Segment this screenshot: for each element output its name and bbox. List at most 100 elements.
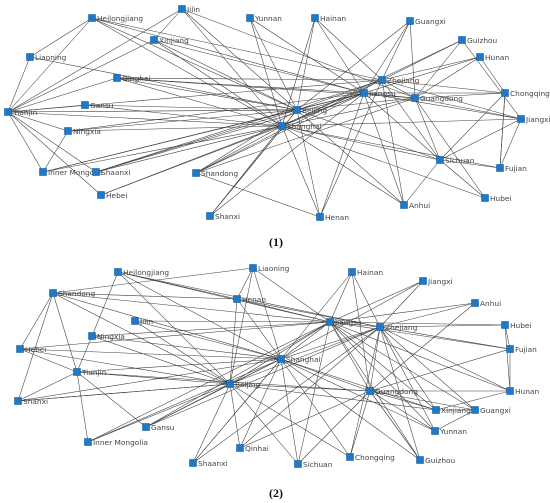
edge-shandong-shanxi <box>17 292 54 402</box>
edge-xinjiang-tianjin <box>7 39 155 113</box>
node-xinjiang: Xinjiang <box>432 406 471 415</box>
edge-hunan-hubei <box>504 324 511 392</box>
node-label-jilin: Jilin <box>139 317 153 326</box>
edge-henan-jiangsu <box>236 298 331 323</box>
edge-heilongjiang-jiangsu <box>91 17 365 94</box>
edge-yunnan-jiangsu <box>249 17 365 94</box>
node-label-tianjin: Tianjin <box>81 368 107 377</box>
node-label-guangdong: Guangdong <box>375 387 418 396</box>
node-label-jiangsu: Jiangsu <box>368 89 396 98</box>
edge-zhejiang-guangdong <box>381 79 416 99</box>
edge-liaoning-beijing <box>29 56 298 111</box>
edge-beijing-inner-mongolia <box>87 383 231 443</box>
edge-jilin-tianjin <box>7 8 183 113</box>
node-hebei: Hebei <box>97 191 127 200</box>
node-marker-shanxi <box>206 212 214 220</box>
node-fujian: Fujian <box>506 345 537 354</box>
edge-qinghai-tianjin <box>7 77 118 113</box>
edge-beijing-ningxia <box>67 109 298 132</box>
node-label-jiangxi: Jiangxi <box>525 115 550 124</box>
edge-inner-mongolia-shanghai <box>87 358 282 443</box>
edge-qinghai-beijing <box>116 77 298 111</box>
edge-hainan-zhejiang <box>314 17 383 81</box>
node-anhui: Anhui <box>400 201 430 210</box>
edge-shanghai-yunnan <box>280 358 436 432</box>
node-marker-inner-mongolia <box>84 438 92 446</box>
edge-shanxi-shanghai <box>17 358 282 402</box>
node-chongqing: Chongqing <box>346 453 395 462</box>
edge-shandong-jiangsu <box>52 292 331 323</box>
node-label-tianjin: Tianjin <box>12 108 38 117</box>
edge-heilongjiang-zhejiang <box>91 17 383 81</box>
edge-jiangsu-hunan <box>329 321 511 392</box>
edge-shandong-guangdong <box>195 97 416 174</box>
node-qinhai: Qinhai <box>236 444 269 453</box>
edge-hainan-zhejiang <box>351 271 381 328</box>
node-jilin: Jilin <box>131 317 153 326</box>
node-fujian: Fujian <box>496 164 527 173</box>
node-marker-tianjin <box>4 108 12 116</box>
node-label-anhui: Anhui <box>480 299 501 308</box>
edge-beijing-tianjin <box>7 109 298 113</box>
node-marker-jilin <box>178 5 186 13</box>
node-marker-shaanxi <box>189 459 197 467</box>
edge-guangdong-beijing <box>296 97 416 111</box>
node-label-yunnan: Yunnan <box>439 427 467 436</box>
node-gansu: Gansu <box>142 423 175 432</box>
node-label-guangxi: Guangxi <box>415 17 446 26</box>
node-henan: Henan <box>316 213 349 222</box>
edge-guangdong-chongqing <box>414 92 506 99</box>
edge-shandong-tianjin <box>52 292 78 373</box>
node-shaanxi: Shaanxi <box>189 459 228 468</box>
node-label-sichuan: Sichuan <box>445 156 475 165</box>
edge-beijing-xinjiang <box>229 383 437 411</box>
edge-jiangxi-jiangsu <box>329 280 424 323</box>
edge-hunan-guangdong <box>414 56 481 99</box>
edge-anhui-jiangsu <box>363 92 405 206</box>
node-marker-xinjiang <box>432 406 440 414</box>
edge-hubei-fujian <box>504 324 511 350</box>
edge-shanghai-xinjiang <box>280 358 437 411</box>
edge-hainan-guangdong <box>351 271 371 392</box>
node-marker-liaoning <box>26 53 34 61</box>
node-label-henan: Henan <box>242 295 266 304</box>
edge-xinjiang-beijing <box>153 39 298 111</box>
edge-hainan-beijing <box>296 17 316 111</box>
node-marker-shanghai <box>277 355 285 363</box>
edge-liaoning-beijing <box>229 267 254 385</box>
edge-zhejiang-jiangxi <box>381 79 522 120</box>
edge-guizhou-guangdong <box>414 39 463 99</box>
edge-liaoning-tianjin <box>7 56 31 113</box>
edge-shandong-jiangsu <box>195 92 365 174</box>
edge-hainan-jiangsu <box>314 17 365 94</box>
node-label-shandong: Shandong <box>58 289 95 298</box>
edge-beijing-guangdong <box>229 383 371 392</box>
node-label-anhui: Anhui <box>409 201 430 210</box>
node-beijing: Beijing <box>293 106 327 115</box>
edge-heilongjiang-shanghai <box>91 17 283 127</box>
edge-jilin-beijing <box>134 320 231 385</box>
node-marker-hunan <box>506 387 514 395</box>
node-marker-fujian <box>496 164 504 172</box>
node-marker-hebei <box>97 191 105 199</box>
edge-heilongjiang-ningxia <box>91 271 119 337</box>
node-shanghai: Shanghai <box>277 355 321 364</box>
edge-zhejiang-hunan <box>379 326 511 392</box>
node-label-liaoning: Liaoning <box>258 264 290 273</box>
edge-shanghai-tianjin <box>76 358 282 373</box>
edge-shandong-henan <box>195 172 321 218</box>
node-yunnan: Yunnan <box>246 14 282 23</box>
node-label-shanghai: Shanghai <box>286 355 321 364</box>
node-zhejiang: Zhejiang <box>378 76 420 85</box>
edge-heilongjiang-shanghai <box>117 271 282 360</box>
node-jiangxi: Jiangxi <box>517 115 550 124</box>
edge-hunan-zhejiang <box>381 56 481 81</box>
node-marker-heilongjiang <box>88 14 96 22</box>
node-anhui: Anhui <box>471 299 501 308</box>
node-hebei: Hebei <box>16 345 46 354</box>
node-marker-guangxi <box>406 17 414 25</box>
node-marker-guangxi <box>471 406 479 414</box>
edge-guangdong-yunnan <box>369 390 436 432</box>
edge-liaoning-henan <box>236 267 254 300</box>
